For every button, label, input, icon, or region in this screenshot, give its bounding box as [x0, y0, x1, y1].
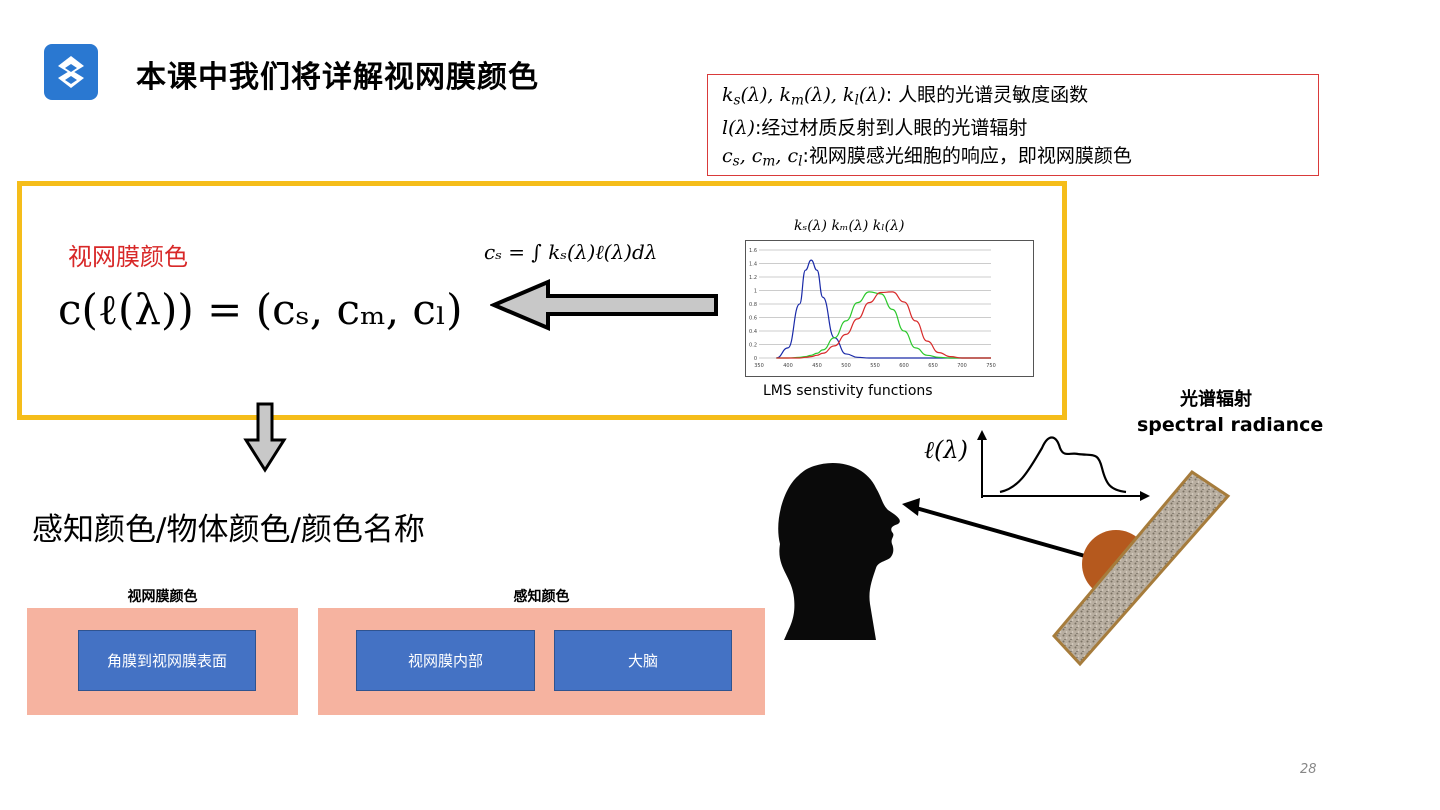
spectral-radiance-label-zh: 光谱辐射: [1180, 389, 1252, 410]
chart-y-tick-label: 1: [754, 289, 757, 295]
chart-x-tick-label: 600: [899, 363, 909, 369]
perceived-color-heading: 感知颜色/物体颜色/颜色名称: [32, 512, 425, 548]
light-ray-arrow-icon: [902, 498, 1093, 560]
brand-logo: [44, 44, 98, 100]
legend-box: ks(λ), km(λ), kl(λ): 人眼的光谱灵敏度函数 l(λ):经过材…: [707, 74, 1319, 176]
chart-y-tick-label: 0.4: [749, 329, 757, 335]
chart-series-line-1: [776, 291, 991, 359]
chart-x-tick-label: 750: [986, 363, 996, 369]
chart-y-tick-label: 0.8: [749, 302, 757, 308]
lms-chart: 0 0.2 0.4 0.6 0.8 1 1.2 1.4 1.6 350 400 450 500 550 6…: [745, 240, 1034, 377]
left-arrow-icon: [490, 278, 718, 332]
chart-border: [745, 240, 1034, 377]
chart-y-tick-label: 0: [754, 356, 757, 362]
integral-formula: cₛ = ∫ kₛ(λ)ℓ(λ)dλ: [484, 240, 658, 264]
retina-group-label: 视网膜颜色: [127, 589, 198, 605]
chart-x-tick-label: 550: [870, 363, 880, 369]
chart-grid: [759, 249, 991, 359]
chart-y-tick-label: 0.6: [749, 316, 757, 322]
material-surface-illustration: [1051, 470, 1231, 667]
legend-line-2: l(λ):经过材质反射到人眼的光谱辐射: [722, 117, 1028, 140]
legend-line-1: ks(λ), km(λ), kl(λ): 人眼的光谱灵敏度函数: [722, 84, 1089, 109]
page-number: 28: [1300, 762, 1317, 777]
chart-x-tick-label: 400: [783, 363, 793, 369]
slide-title: 本课中我们将详解视网膜颜色: [136, 60, 539, 95]
chart-y-tick-label: 1.6: [749, 248, 757, 254]
chart-title: kₛ(λ) kₘ(λ) kₗ(λ): [794, 218, 905, 234]
retina-color-formula: c(ℓ(λ)) = (cₛ, cₘ, cₗ): [58, 285, 463, 334]
chart-caption: LMS senstivity functions: [763, 383, 933, 399]
chart-y-ticks: 0 0.2 0.4 0.6 0.8 1 1.2 1.4 1.6: [749, 248, 757, 362]
cornea-to-retina-box: 角膜到视网膜表面: [78, 630, 256, 691]
legend-line-3: cs, cm, cl:视网膜感光细胞的响应，即视网膜颜色: [722, 145, 1132, 170]
spectrum-axis-label: ℓ(λ): [924, 436, 968, 464]
chart-series-line-2: [776, 291, 991, 359]
chart-x-tick-label: 650: [928, 363, 938, 369]
chart-x-ticks: 350 400 450 500 550 600 650 700 750: [754, 363, 996, 369]
down-arrow-icon: [243, 402, 287, 473]
chart-x-tick-label: 450: [812, 363, 822, 369]
chart-x-tick-label: 500: [841, 363, 851, 369]
spectral-radiance-label-en: spectral radiance: [1137, 414, 1324, 436]
retina-interior-box: 视网膜内部: [356, 630, 535, 691]
chart-y-tick-label: 0.2: [749, 343, 757, 349]
perceptual-group-label: 感知颜色: [513, 589, 570, 605]
retina-color-label: 视网膜颜色: [68, 243, 188, 271]
brain-box: 大脑: [554, 630, 732, 691]
spectral-radiance-plot: [977, 430, 1150, 501]
chart-series: [776, 259, 991, 359]
chart-x-tick-label: 350: [754, 363, 764, 369]
logo-mark-icon: [58, 56, 84, 88]
chart-y-tick-label: 1.4: [749, 262, 757, 268]
person-head-silhouette: [778, 462, 900, 640]
retina-color-frame: [17, 181, 1067, 420]
chart-y-tick-label: 1.2: [749, 275, 757, 281]
chart-x-tick-label: 700: [957, 363, 967, 369]
